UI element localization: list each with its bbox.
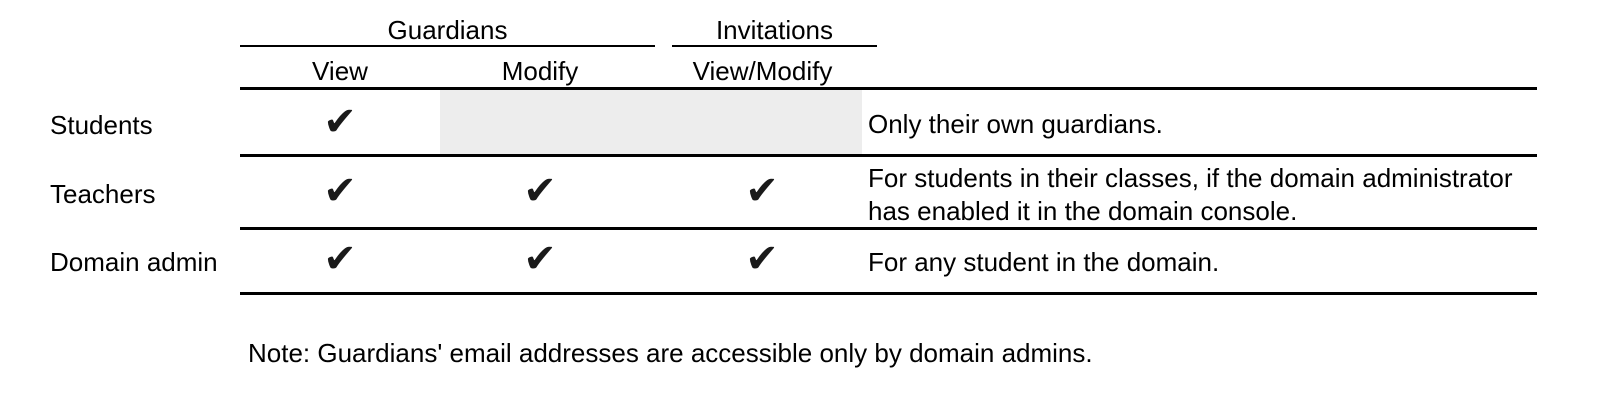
checkmark-icon: ✔ <box>523 168 557 214</box>
table-rule-bottom <box>240 292 1537 295</box>
row-note-students: Only their own guardians. <box>868 109 1163 139</box>
disabled-cell-shading <box>440 90 862 154</box>
checkmark-icon: ✔ <box>745 168 779 214</box>
checkmark-icon: ✔ <box>323 99 357 145</box>
column-group-header-guardians: Guardians <box>387 15 508 45</box>
checkmark-icon: ✔ <box>323 236 357 282</box>
table-footnote: Note: Guardians' email addresses are acc… <box>248 338 1093 368</box>
row-label-teachers: Teachers <box>50 179 156 209</box>
column-header-guardians-modify: Modify <box>501 56 579 86</box>
table-rule-header-bottom <box>240 87 1537 90</box>
checkmark-icon: ✔ <box>523 236 557 282</box>
column-group-header-invitations: Invitations <box>715 15 834 45</box>
column-header-invitations-view-modify: View/Modify <box>692 56 833 86</box>
column-header-guardians-view: View <box>312 56 368 86</box>
checkmark-icon: ✔ <box>323 168 357 214</box>
row-note-domain-admin: For any student in the domain. <box>868 247 1220 277</box>
checkmark-icon: ✔ <box>745 236 779 282</box>
row-label-domain-admin: Domain admin <box>50 247 218 277</box>
group-rule-guardians <box>240 45 655 47</box>
row-label-students: Students <box>50 110 153 140</box>
table-rule-after-teachers <box>240 227 1537 230</box>
row-note-teachers: For students in their classes, if the do… <box>868 163 1513 226</box>
table-rule-after-students <box>240 154 1537 157</box>
group-rule-invitations <box>672 45 877 47</box>
